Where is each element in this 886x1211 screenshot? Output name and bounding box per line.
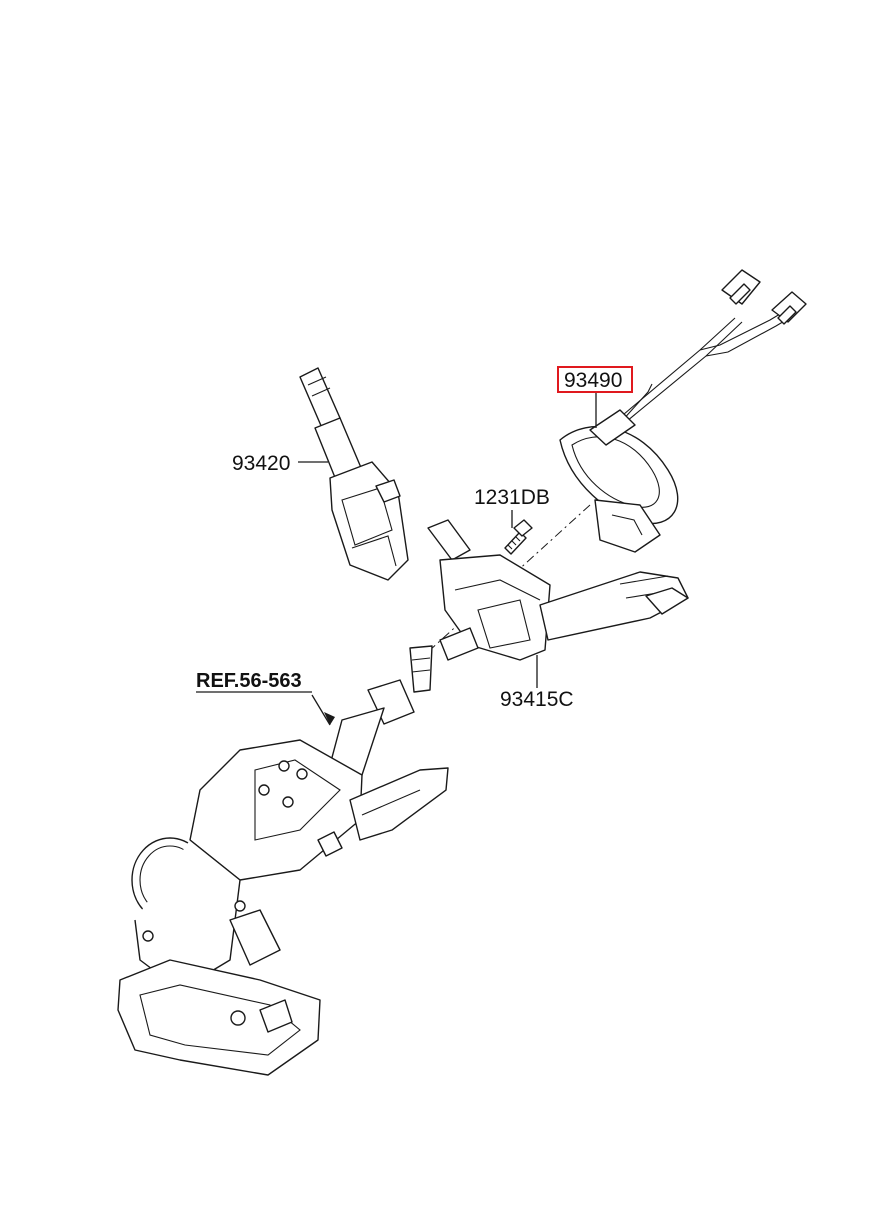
part-label-93490[interactable]: 93490 bbox=[564, 369, 622, 392]
part-label-93415C[interactable]: 93415C bbox=[500, 688, 574, 711]
multifunction-switch-93420[interactable] bbox=[299, 367, 409, 581]
combination-switch-93415C[interactable] bbox=[427, 519, 689, 661]
screw-1231DB[interactable] bbox=[504, 519, 533, 555]
reference-label[interactable]: REF.56-563 bbox=[196, 670, 302, 692]
part-label-1231DB[interactable]: 1231DB bbox=[474, 486, 550, 509]
leader-ref-arrow bbox=[324, 712, 335, 725]
clock-spring-93490[interactable] bbox=[559, 269, 807, 553]
part-label-93420[interactable]: 93420 bbox=[232, 452, 290, 475]
leader-ref bbox=[311, 694, 331, 726]
highlight-box-93490 bbox=[557, 366, 633, 393]
steering-column-assembly[interactable] bbox=[117, 645, 449, 1076]
